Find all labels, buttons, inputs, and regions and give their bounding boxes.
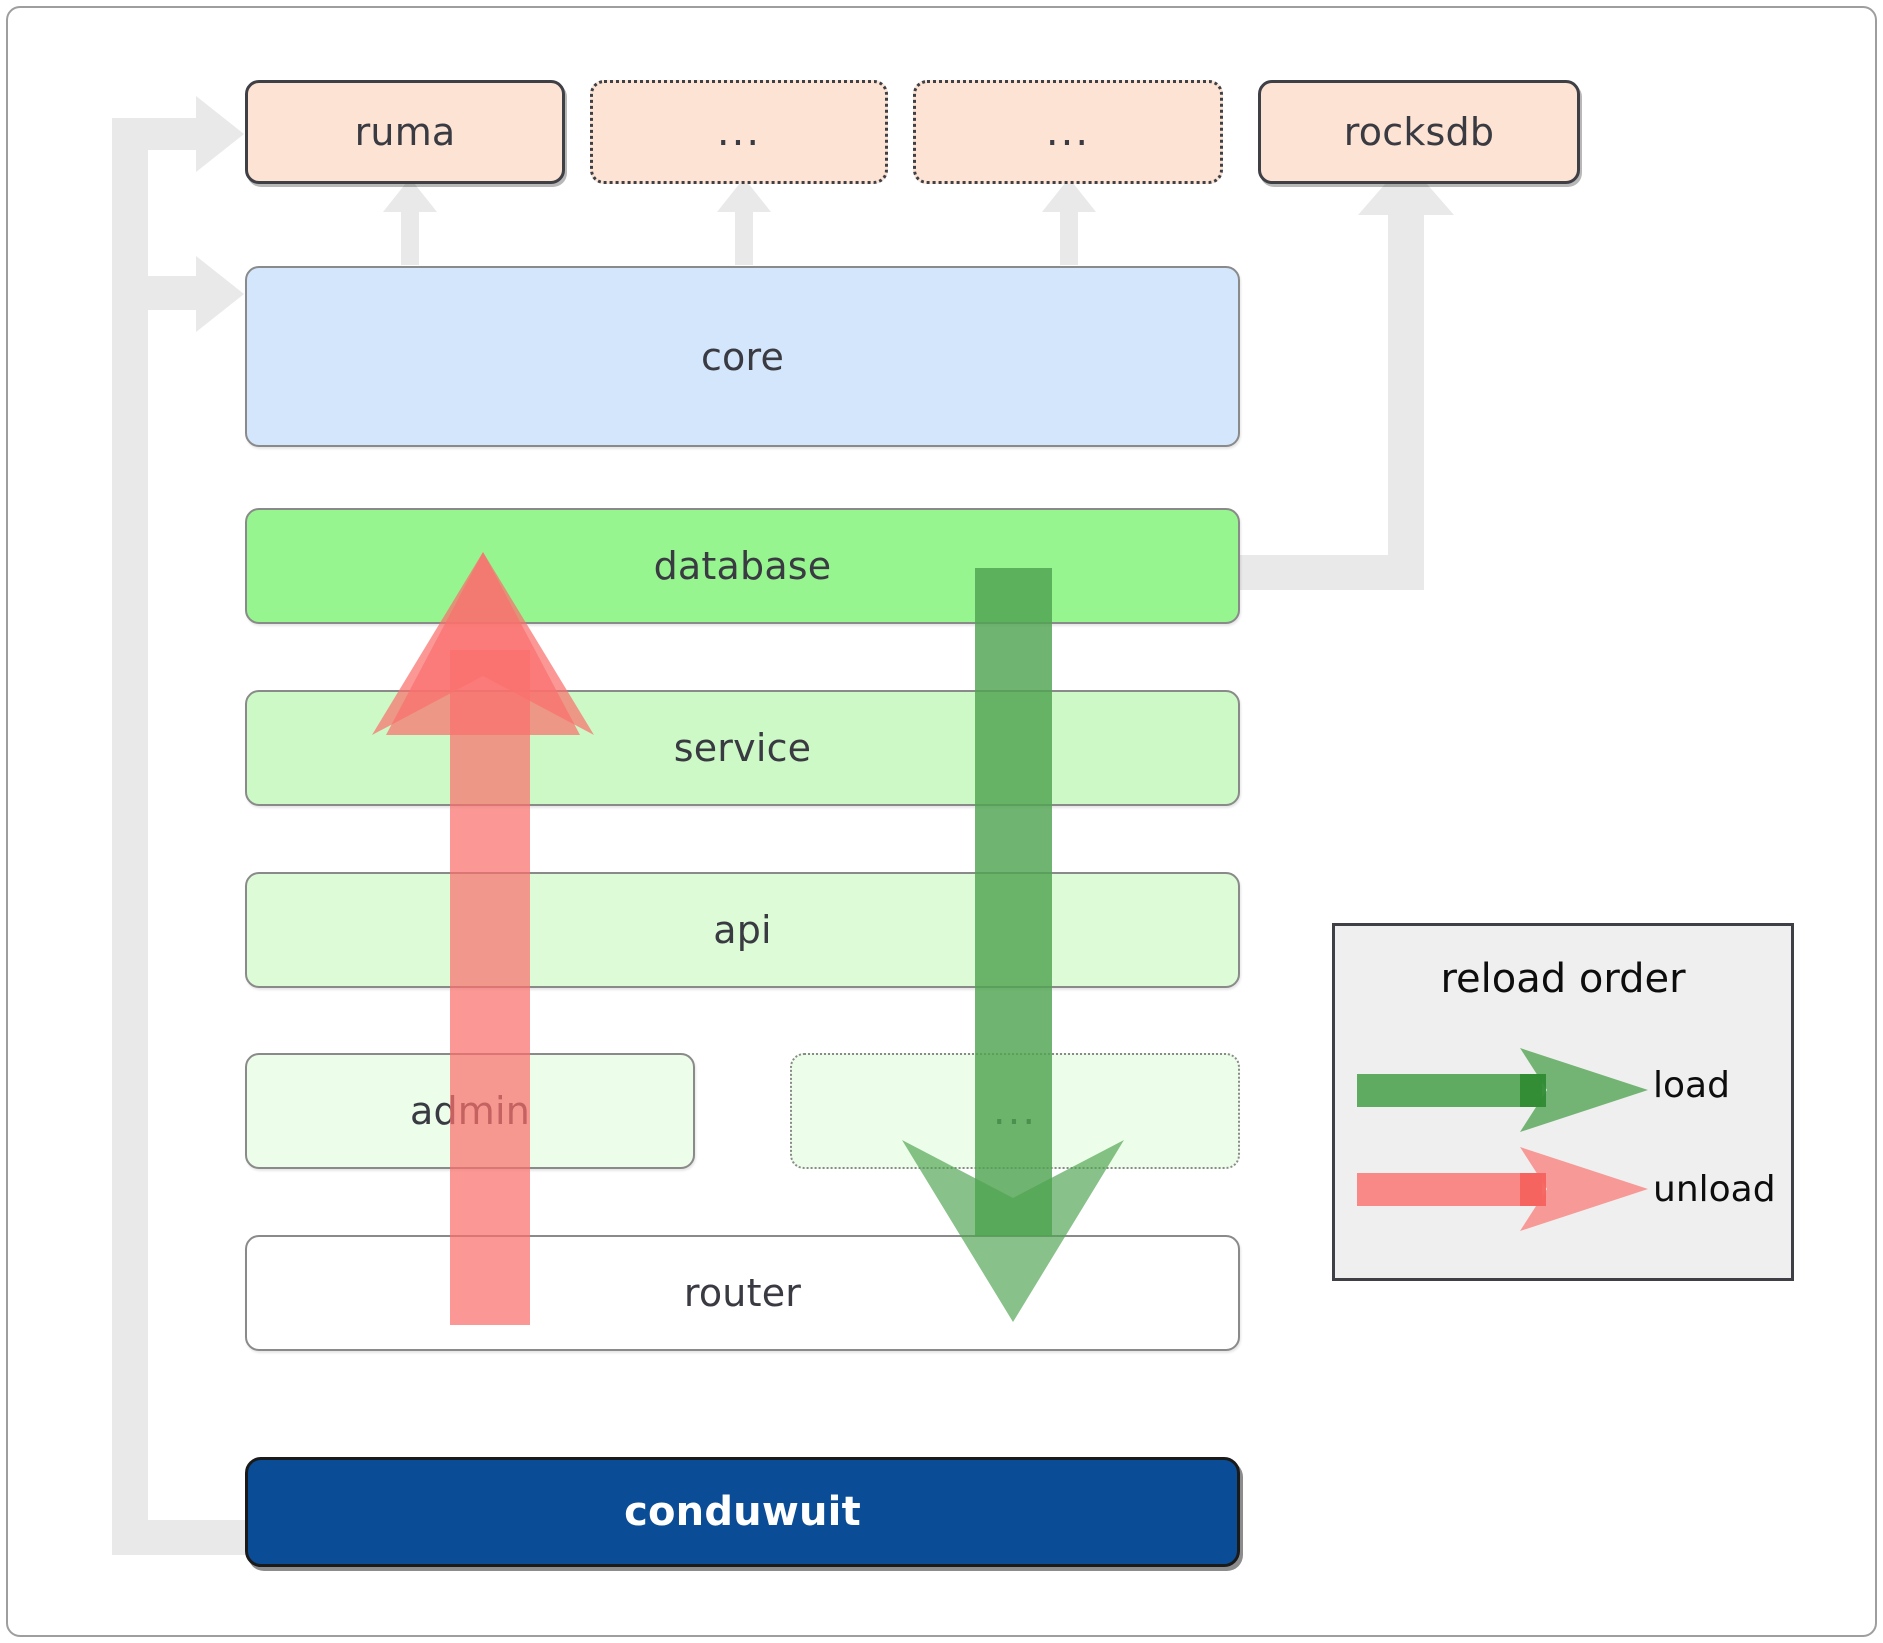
legend-label-unload: unload	[1653, 1169, 1776, 1210]
connector-to-ruma	[148, 96, 244, 172]
unload-arrow-barb	[372, 552, 594, 735]
layer-box-core[interactable]: core	[245, 266, 1240, 447]
connector-core-to-ruma	[383, 178, 437, 265]
connector-core-to-dep2	[1042, 178, 1096, 265]
legend-arrow-icons	[1357, 1048, 1648, 1231]
legend-load-arrow-icon	[1357, 1048, 1648, 1132]
load-arrow-head	[902, 1140, 1124, 1322]
connector-database-right-rail	[1222, 555, 1410, 590]
connector-to-core	[148, 256, 244, 332]
connector-left-vertical	[112, 118, 148, 1555]
connector-rocksdb-vertical	[1388, 212, 1424, 590]
load-arrow-down	[902, 568, 1124, 1322]
legend-panel: reload order load unload	[1332, 923, 1794, 1281]
unload-arrow-shaft	[450, 650, 530, 1325]
legend-title: reload order	[1440, 956, 1686, 1002]
connector-core-to-dep1	[717, 178, 771, 265]
connector-rocksdb-arrowhead	[1358, 160, 1454, 215]
load-arrow-shaft	[975, 568, 1052, 1236]
unload-arrow-up	[372, 552, 594, 1325]
legend-label-load: load	[1653, 1065, 1730, 1106]
legend-unload-arrow-icon	[1357, 1147, 1648, 1231]
